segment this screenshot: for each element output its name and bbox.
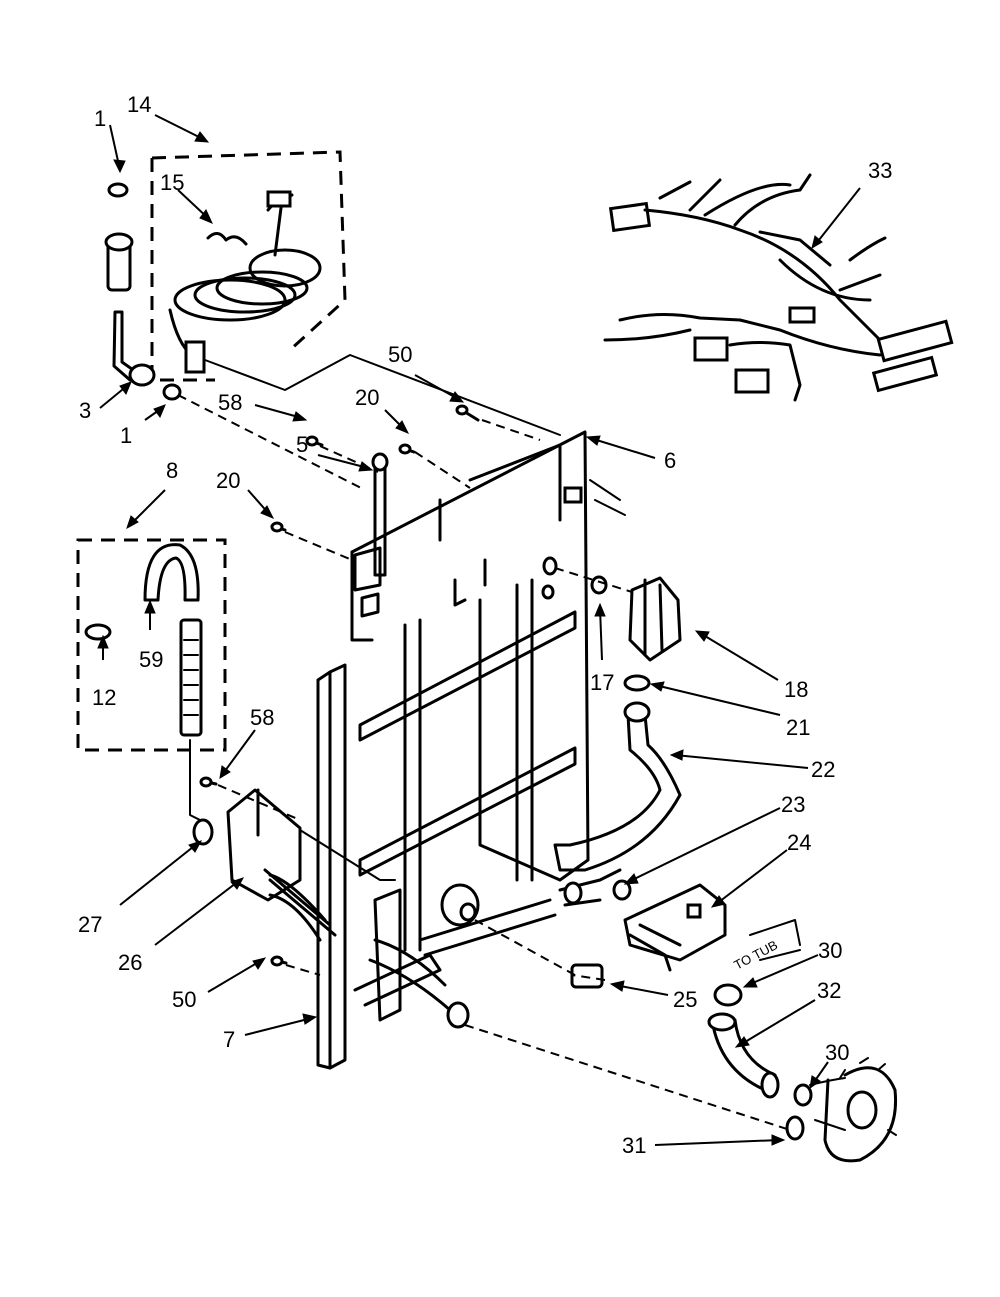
callout-20-left: 20 xyxy=(216,468,240,493)
callout-27: 27 xyxy=(78,912,102,937)
callout-14: 14 xyxy=(127,92,151,117)
callout-33: 33 xyxy=(868,158,892,183)
pump-assembly xyxy=(192,788,557,1029)
callout-31: 31 xyxy=(622,1133,646,1158)
callout-30-lower: 30 xyxy=(825,1040,849,1065)
callout-50-top: 50 xyxy=(388,342,412,367)
drain-hose-kit xyxy=(76,538,227,821)
cord-leader-line xyxy=(204,354,561,436)
callout-32: 32 xyxy=(817,978,841,1003)
callout-22: 22 xyxy=(811,757,835,782)
wiring-harness xyxy=(603,173,954,402)
callout-labels: 1 14 15 33 3 1 50 58 20 5 6 8 20 17 18 1… xyxy=(78,92,892,1158)
tub-outlet xyxy=(707,919,898,1163)
to-tub-label: TO TUB xyxy=(731,937,780,972)
callout-15: 15 xyxy=(160,170,184,195)
drain-bracket xyxy=(558,868,727,972)
inlet-hose-assembly xyxy=(104,182,182,401)
callout-arrows xyxy=(97,114,861,1146)
power-cord-kit xyxy=(150,150,347,382)
water-valve xyxy=(553,575,682,872)
callout-18: 18 xyxy=(784,677,808,702)
callout-30-right: 30 xyxy=(818,938,842,963)
screws xyxy=(199,404,480,967)
callout-25: 25 xyxy=(673,987,697,1012)
callout-1-bottom: 1 xyxy=(120,423,132,448)
callout-58-bottom: 58 xyxy=(250,705,274,730)
callout-17: 17 xyxy=(590,670,614,695)
callout-12: 12 xyxy=(92,685,116,710)
callout-1-top: 1 xyxy=(94,106,106,131)
callout-24: 24 xyxy=(787,830,811,855)
callout-21: 21 xyxy=(786,715,810,740)
callout-20-top: 20 xyxy=(355,385,379,410)
rear-panel xyxy=(350,430,626,952)
callout-23: 23 xyxy=(781,792,805,817)
callout-26: 26 xyxy=(118,950,142,975)
leader-lines xyxy=(177,394,791,1131)
callout-6: 6 xyxy=(664,448,676,473)
callout-7: 7 xyxy=(223,1027,235,1052)
side-bracket xyxy=(316,663,347,1070)
callout-5: 5 xyxy=(296,432,308,457)
callout-58-top: 58 xyxy=(218,390,242,415)
callout-50-bottom: 50 xyxy=(172,987,196,1012)
callout-3: 3 xyxy=(79,398,91,423)
callout-8: 8 xyxy=(166,458,178,483)
callout-59: 59 xyxy=(139,647,163,672)
